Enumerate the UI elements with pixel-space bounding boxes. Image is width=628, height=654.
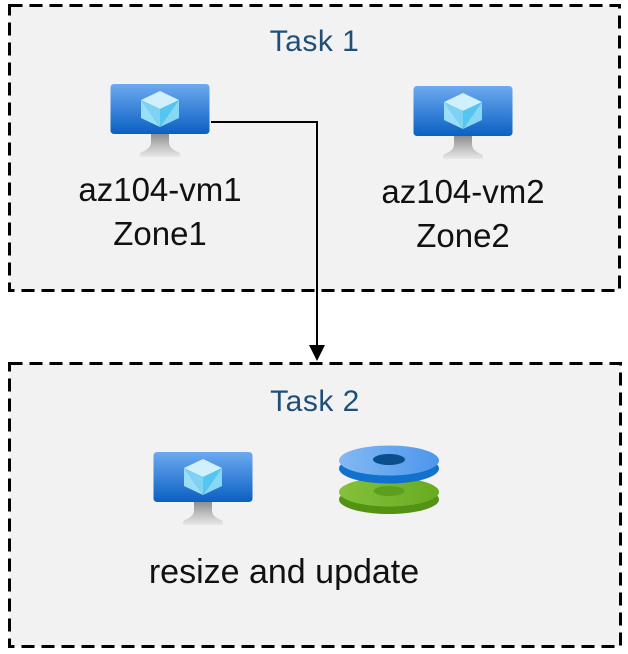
vm2-name: az104-vm2 [381, 173, 545, 210]
task2-caption: resize and update [148, 553, 420, 591]
task2-group-box: Task 2 resize and update [8, 362, 622, 648]
virtual-machine-icon [153, 452, 253, 526]
vm1-label: az104-vm1 Zone1 [35, 168, 285, 256]
task2-title: Task 2 [270, 385, 360, 418]
task1-title: Task 1 [269, 25, 360, 58]
virtual-machine-icon [413, 86, 513, 160]
vm2-figure [413, 86, 513, 160]
vm2-zone: Zone2 [416, 217, 510, 254]
task2-vm-figure [153, 452, 253, 526]
arrowhead-icon [309, 345, 325, 361]
disks-figure [336, 442, 442, 516]
vm2-label: az104-vm2 Zone2 [338, 170, 588, 258]
azure-disks-icon [336, 442, 442, 516]
vm1-figure [110, 84, 210, 158]
vm1-name: az104-vm1 [78, 171, 242, 208]
task1-group-box: Task 1 az104-vm1 Zone1 az104-vm2 Zone2 [8, 4, 621, 292]
task2-dashed-border [8, 362, 622, 648]
vm1-zone: Zone1 [113, 215, 207, 252]
virtual-machine-icon [110, 84, 210, 158]
